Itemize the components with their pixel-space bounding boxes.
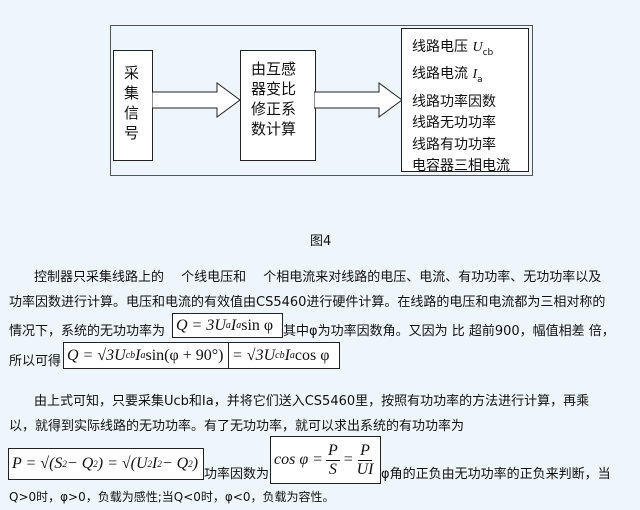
arrow-right-icon xyxy=(152,82,241,118)
output-item: 线路电压 Ucb xyxy=(412,39,494,58)
arrow-right-icon xyxy=(314,82,403,118)
paragraph-line: 其中φ为功率因数角。又因为 比 超前900，幅值相差 倍， xyxy=(283,324,615,339)
paragraph-line: Q>0时，φ>0，负载为感性;当Q<0时，φ<0，负载为容性。 xyxy=(9,490,335,504)
box-char: 信 xyxy=(124,104,140,122)
box-line: 修正系 xyxy=(251,100,297,118)
box-line: 数计算 xyxy=(251,120,297,138)
box-char: 号 xyxy=(124,124,140,142)
paragraph-line: 以，就得到实际线路的无功功率。有了无功功率，就可以求出系统的有功功率为 xyxy=(9,419,465,434)
output-item: 线路电流 Ia xyxy=(412,66,483,86)
paragraph-line: 所以可得 xyxy=(9,354,62,369)
diagram-box-sampling: 采 集 信 号 xyxy=(113,50,153,161)
paragraph-line: φ角的正负由无功功率的正负来判断，当 xyxy=(381,467,611,482)
output-item: 线路有功功率 xyxy=(412,136,496,153)
diagram-box-outputs: 线路电压 Ucb 线路电流 Ia 线路功率因数 线路无功功率 线路有功功率 电容… xyxy=(401,28,529,174)
box-char: 集 xyxy=(124,84,140,102)
paragraph-line: 功率因数为 xyxy=(204,467,270,482)
output-item: 电容器三相电流 xyxy=(412,158,510,175)
box-line: 由互感 xyxy=(251,60,297,78)
paragraph-line: 控制器只采集线路上的 个线电压和 个相电流来对线路的电压、电流、有功功率、无功功… xyxy=(34,270,602,285)
diagram-box-correction: 由互感 器变比 修正系 数计算 xyxy=(240,50,316,161)
output-item: 线路功率因数 xyxy=(412,93,496,110)
box-line: 器变比 xyxy=(251,80,297,98)
box-char: 采 xyxy=(124,64,140,82)
output-item: 线路无功功率 xyxy=(412,115,496,132)
figure-caption: 图4 xyxy=(310,234,332,249)
paragraph-line: 情况下，系统的无功功率为 xyxy=(9,324,166,339)
paragraph-line: 由上式可知，只要采集Ucb和Ia，并将它们送入CS5460里，按照有功功率的方法… xyxy=(34,394,590,409)
paragraph-line: 功率因数进行计算。电压和电流的有效值由CS5460进行硬件计算。在线路的电压和电… xyxy=(9,295,606,310)
